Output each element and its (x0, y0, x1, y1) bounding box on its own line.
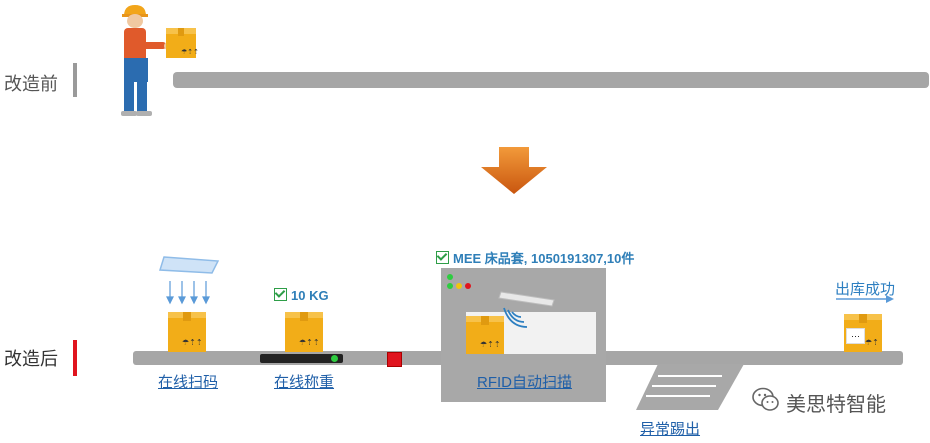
reject-chute (636, 364, 744, 410)
station-rfid-label[interactable]: RFID自动扫描 (477, 374, 572, 391)
station-scan-label[interactable]: 在线扫码 (158, 374, 219, 391)
before-marker (73, 63, 77, 97)
scanner-glass-icon (159, 256, 220, 305)
outbound-arrow-icon (836, 295, 894, 303)
rfid-antenna-icon (498, 291, 555, 328)
svg-text:☂⇡⇡: ☂⇡⇡ (181, 48, 199, 56)
wechat-logo-icon (752, 387, 779, 411)
weigh-box: ☂⇡⇡ (285, 312, 323, 352)
before-label: 改造前 (4, 74, 58, 94)
rfid-annotation: MEE 床品套, 1050191307,10件 (436, 248, 634, 267)
scale-platform (260, 354, 343, 363)
after-label: 改造后 (4, 349, 58, 369)
station-weigh-label[interactable]: 在线称重 (274, 374, 335, 391)
check-icon (436, 251, 449, 264)
down-arrow-icon (481, 147, 547, 194)
status-light-green (447, 274, 453, 280)
weight-value: 10 KG (291, 288, 329, 303)
outbound-text: 出库成功 (835, 281, 896, 298)
station-reject-label[interactable]: 异常踢出 (640, 421, 701, 438)
watermark-text: 美思特智能 (786, 394, 886, 416)
check-icon (274, 288, 287, 301)
worker-illustration: ☂⇡⇡ (121, 5, 199, 116)
status-light-yellow (456, 283, 462, 289)
scan-box: ☂⇡⇡ (168, 312, 206, 352)
scale-indicator-light (331, 355, 338, 362)
rfid-result-text: MEE 床品套, 1050191307,10件 (453, 251, 635, 266)
red-sensor (387, 352, 402, 367)
rfid-box: ☂⇡⇡ (466, 316, 504, 354)
outbound-box: ··· ☂⇡ (844, 314, 882, 352)
after-marker (73, 340, 77, 376)
status-light-red (465, 283, 471, 289)
before-conveyor (173, 72, 929, 88)
weight-annotation: 10 KG (274, 288, 329, 303)
status-light-green-2 (447, 283, 453, 289)
